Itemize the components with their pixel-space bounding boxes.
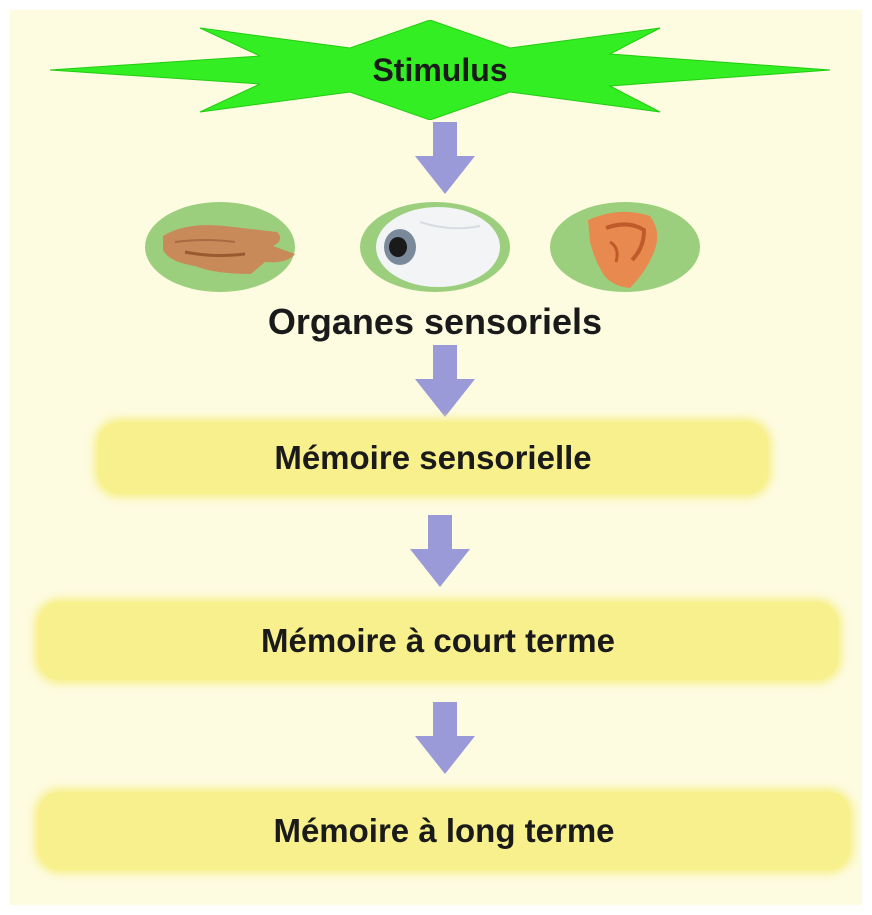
sensory-memory-box: Mémoire sensorielle xyxy=(98,422,768,494)
long-term-memory-box: Mémoire à long terme xyxy=(38,792,850,870)
arrow-down-icon xyxy=(415,122,475,194)
ear-icon xyxy=(550,202,700,292)
diagram-canvas: Stimulus Organes sensoriels Mémoire sens… xyxy=(10,10,862,905)
eye-icon xyxy=(360,202,510,292)
arrow-down-icon xyxy=(415,702,475,774)
organs-label: Organes sensoriels xyxy=(130,292,740,352)
arrow-down-icon xyxy=(410,515,470,587)
hand-icon xyxy=(145,202,295,292)
short-term-memory-box: Mémoire à court terme xyxy=(38,602,838,680)
arrow-down-icon xyxy=(415,345,475,417)
stimulus-label: Stimulus xyxy=(50,20,830,120)
